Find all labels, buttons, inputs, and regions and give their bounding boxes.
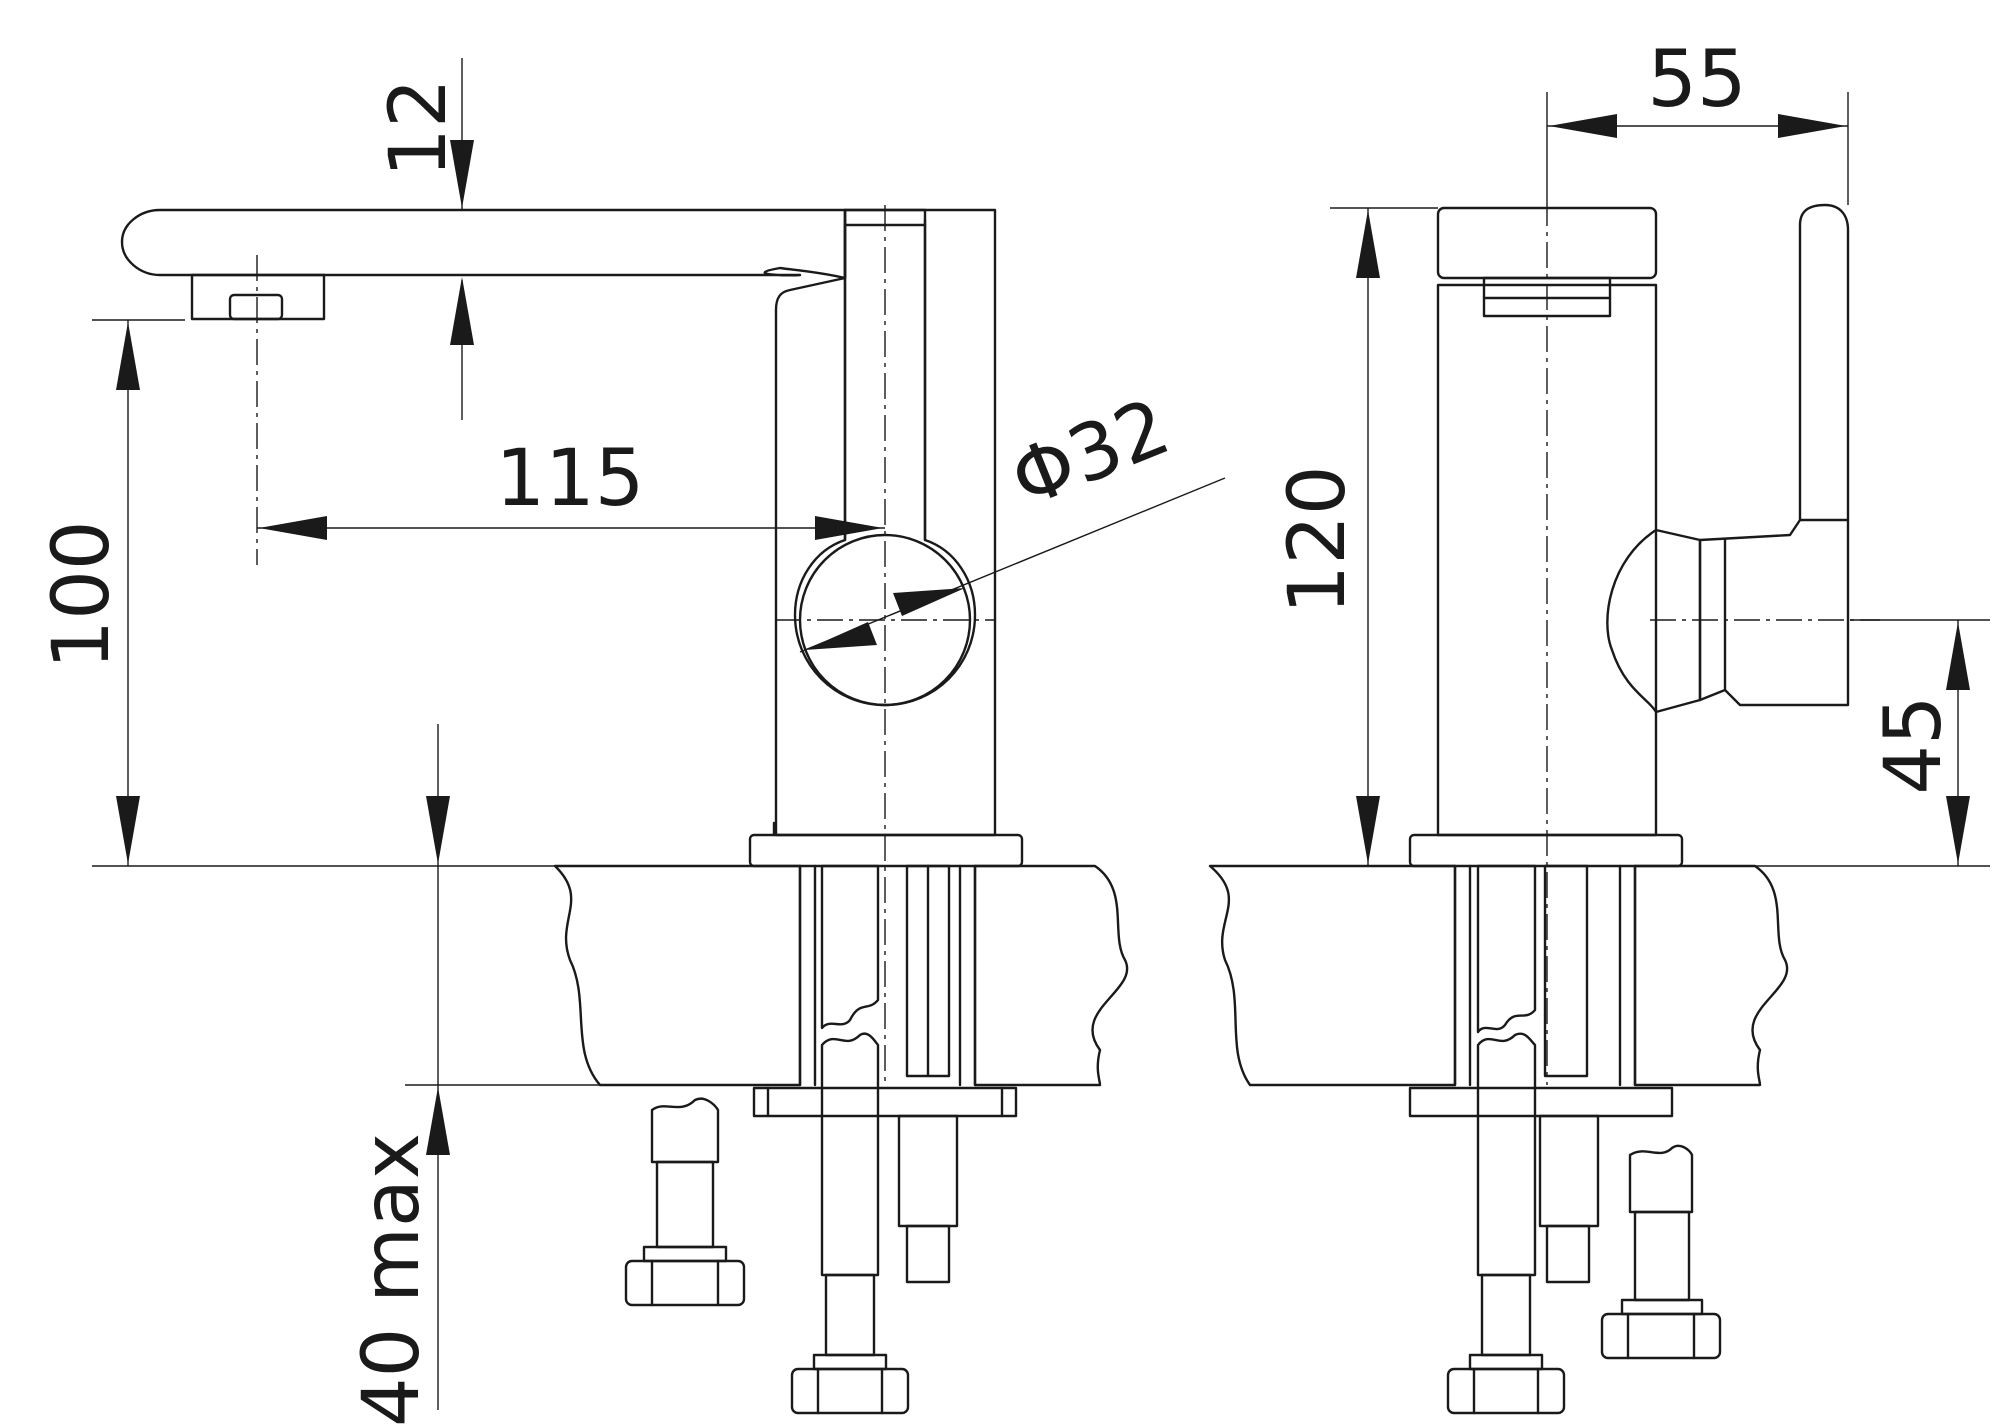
mounting-plate xyxy=(752,1086,1018,1118)
cartridge-bulge xyxy=(1606,528,1702,714)
dim-handle-offset: 55 xyxy=(1647,35,1746,125)
mounting-plate xyxy=(1408,1086,1674,1118)
hose-fitting-center xyxy=(790,1273,910,1415)
stud-end xyxy=(1545,1224,1591,1284)
flex-hose-lower xyxy=(820,1032,880,1277)
flex-hose xyxy=(1476,864,1537,1034)
flex-hose-lower xyxy=(1476,1032,1537,1277)
dim-body-diameter: Φ32 xyxy=(999,382,1182,526)
front-view: 120 55 45 xyxy=(1208,35,1990,1415)
threaded-stud xyxy=(1543,864,1589,1078)
aerator xyxy=(190,273,326,321)
dim-handle-axis-height: 45 xyxy=(1869,695,1959,794)
side-view: 100 12 115 Φ32 40 max xyxy=(37,58,1226,1427)
hose-fitting-side xyxy=(1600,1144,1722,1360)
base-flange xyxy=(748,833,1024,868)
countertop-section-left xyxy=(1208,864,1457,1087)
countertop-section-right xyxy=(1633,864,1789,1087)
spout xyxy=(120,208,847,280)
mounting-nut xyxy=(1538,1114,1600,1228)
dim-spout-height: 100 xyxy=(37,521,127,670)
hose-fitting-side xyxy=(624,1097,746,1307)
dim-spout-reach: 115 xyxy=(496,434,645,524)
hose-fitting-center xyxy=(1446,1273,1566,1415)
dim-total-height: 120 xyxy=(1273,466,1363,615)
handle-lever xyxy=(1698,203,1850,707)
base-flange xyxy=(1408,833,1684,868)
dim-outlet-thickness: 12 xyxy=(374,78,464,177)
countertop-section-left xyxy=(553,864,802,1087)
stud-end xyxy=(905,1224,951,1284)
flex-hose xyxy=(820,864,880,1030)
mounting-nut xyxy=(897,1114,959,1228)
countertop-section-right xyxy=(973,864,1129,1087)
dim-countertop-thickness: 40 max xyxy=(347,1133,437,1427)
